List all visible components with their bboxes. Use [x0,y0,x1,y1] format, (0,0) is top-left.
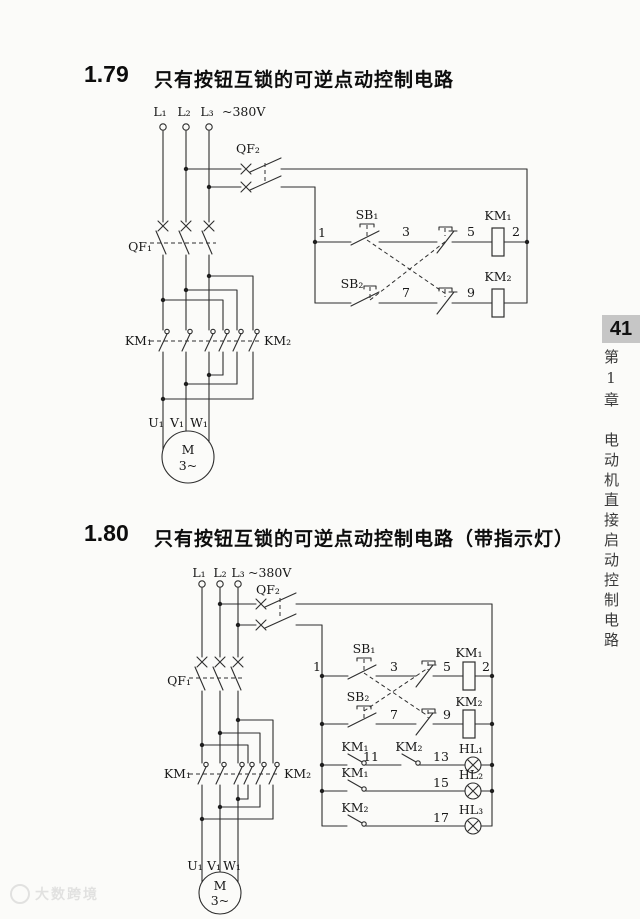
node-1: 1 [318,225,326,240]
wires-179 [150,130,528,451]
label-l2: L₂ [213,565,226,580]
node-9: 9 [467,285,475,300]
node-11: 11 [363,749,379,764]
node-3: 3 [402,224,410,239]
labels-180: L₁ L₂ L₃ ~380V QF₂ QF₁ KM₁ KM₂ U₁ V₁ W₁ … [164,565,490,873]
figure-180-diagram: M 3~ L₁ L₂ L₃ ~380V QF₂ QF₁ KM₁ [164,565,495,915]
watermark: 大数跨境 [10,884,99,904]
indicator-lamps [464,756,482,835]
watermark-text: 大数跨境 [35,886,99,902]
label-sb1: SB₁ [356,207,379,222]
motor-letter-180: M [214,878,227,893]
label-w1: W₁ [223,858,241,873]
figure-179-title: 只有按钮互锁的可逆点动控制电路 [154,70,455,91]
label-km1-hl1: KM₁ [341,739,368,754]
label-km2-coil: KM₂ [484,269,511,284]
label-km2-bank: KM₂ [264,333,291,348]
node-3: 3 [390,659,398,674]
label-km1-coil: KM₁ [484,208,511,223]
label-voltage: ~380V [222,104,266,119]
motor-letter-179: M [182,442,195,457]
node-5: 5 [467,224,475,239]
label-km2-hl1: KM₂ [395,739,422,754]
labels-179: L₁ L₂ L₃ ~380V QF₂ QF₁ KM₁ KM₂ U₁ V₁ W₁ … [125,104,520,430]
motor-phase-180: 3~ [211,893,229,908]
label-l3: L₃ [231,565,244,580]
label-hl3: HL₃ [459,802,483,817]
label-sb2: SB₂ [347,689,370,704]
label-u1: U₁ [148,415,164,430]
node-1: 1 [313,659,321,674]
motor-symbol-180: M 3~ [198,871,242,915]
node-2: 2 [512,224,520,239]
label-v1: V₁ [206,858,221,873]
label-km1-bank: KM₁ [125,333,152,348]
label-qf2: QF₂ [236,141,260,156]
node-7: 7 [390,707,398,722]
label-l1: L₁ [192,565,205,580]
label-sb1: SB₁ [353,641,376,656]
label-hl1: HL₁ [459,741,483,756]
label-l3: L₃ [200,104,213,119]
node-2: 2 [482,659,490,674]
junction-dots-180 [199,601,495,822]
node-17: 17 [433,810,449,825]
figure-180-title: 只有按钮互锁的可逆点动控制电路（带指示灯） [154,529,575,550]
label-sb2: SB₂ [341,276,364,291]
label-km2-hl3: KM₂ [341,800,368,815]
label-km2-coil: KM₂ [455,694,482,709]
figure-179-number: 1.79 [84,61,129,87]
label-hl2: HL₂ [459,767,483,782]
watermark-logo-icon [10,884,30,904]
motor-symbol-179: M 3~ [161,430,215,484]
label-qf2: QF₂ [256,582,280,597]
label-km2-bank: KM₂ [284,766,311,781]
junction-dots-179 [160,166,530,402]
page-number-badge: 41 [602,315,640,343]
label-qf1: QF₁ [167,673,191,688]
node-15: 15 [433,775,449,790]
figure-180-number: 1.80 [84,520,129,546]
node-9: 9 [443,707,451,722]
contactor-coils-180 [462,661,476,739]
label-w1: W₁ [190,415,208,430]
label-km1-hl2: KM₁ [341,765,368,780]
wires-180 [189,587,493,883]
label-qf1: QF₁ [128,239,152,254]
label-km1-coil: KM₁ [455,645,482,660]
node-13: 13 [433,749,449,764]
label-voltage: ~380V [248,565,292,580]
label-km1-bank: KM₁ [164,766,191,781]
node-5: 5 [443,659,451,674]
supply-terminals-180 [198,580,242,588]
page-number: 41 [609,317,633,340]
figure-179-diagram: M 3~ L₁ L₂ L₃ ~380V QF₂ QF₁ KM₁ KM₂ [125,104,530,484]
contactor-coils-179 [491,227,505,318]
label-l1: L₁ [153,104,166,119]
chapter-sidebar-text: 第1章 电动机直接启动控制电路 [602,349,620,652]
label-u1: U₁ [187,858,203,873]
label-l2: L₂ [177,104,190,119]
supply-terminals-179 [159,123,213,131]
motor-phase-179: 3~ [179,458,197,473]
label-v1: V₁ [169,415,184,430]
node-7: 7 [402,285,410,300]
